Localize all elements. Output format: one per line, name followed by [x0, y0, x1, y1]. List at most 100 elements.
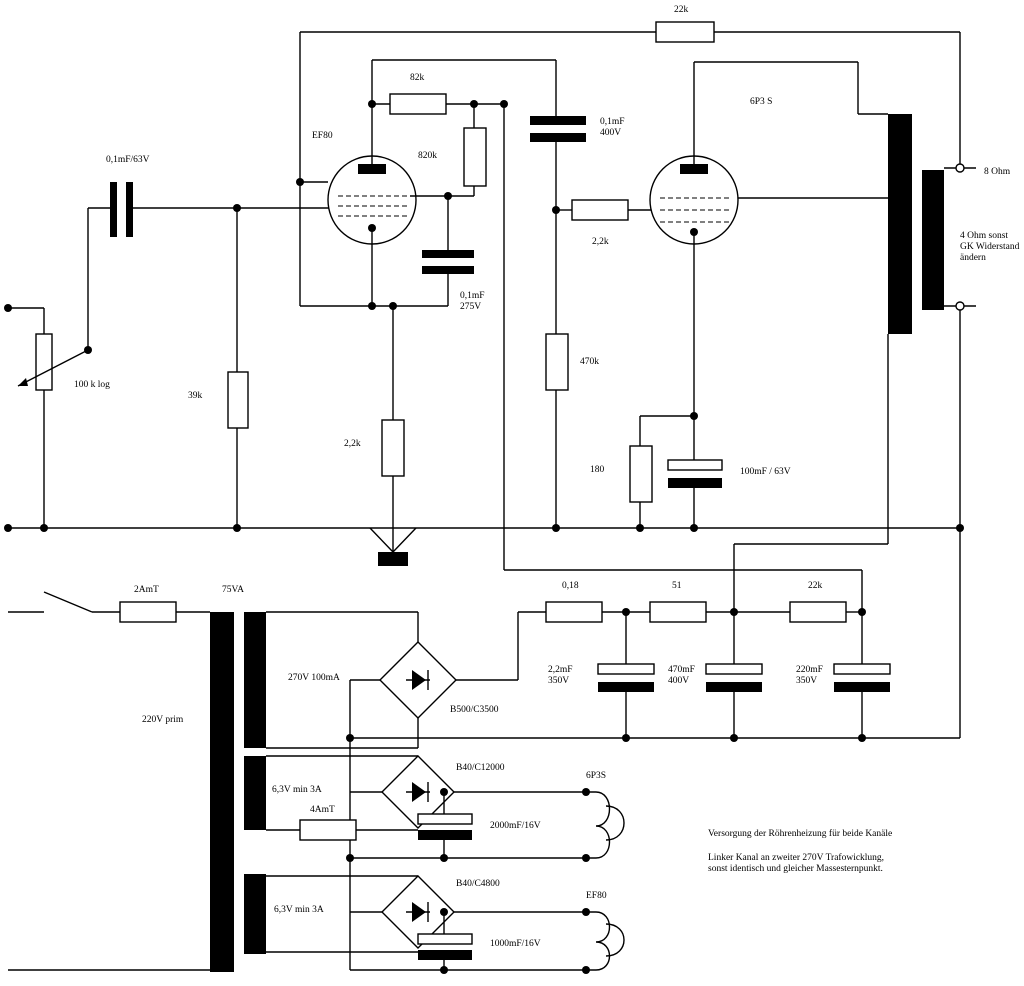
resistor-39k: [227, 371, 249, 429]
bridge3-label: B40/C4800: [456, 879, 500, 889]
node: [552, 524, 560, 532]
r018-label: 0,18: [562, 581, 579, 591]
rfeedback-label: 22k: [674, 5, 689, 15]
resistor-cathode-2k2: [381, 419, 405, 477]
power-trafo-heater-winding-2: [244, 874, 266, 954]
node: [858, 734, 866, 742]
heater-cap-2000-pos: [417, 813, 473, 825]
diode-symbol: [412, 782, 426, 802]
heater-ef80-coil-2: [605, 923, 625, 957]
resistor-82k: [389, 93, 447, 115]
output-trafo-secondary: [922, 170, 944, 310]
coupling-cap-plate: [530, 116, 586, 125]
input-cap-plate: [126, 182, 133, 237]
diode-symbol: [412, 902, 426, 922]
cathode-cap-plate-pos: [667, 459, 723, 471]
ground-wire: [369, 527, 394, 553]
c1000-label: 1000mF/16V: [490, 939, 541, 949]
node: [636, 524, 644, 532]
resistor-180: [629, 445, 653, 503]
node: [690, 524, 698, 532]
coupling-cap-plate: [530, 133, 586, 142]
bridge1-label: B500/C3500: [450, 705, 499, 715]
r820k-label: 820k: [418, 151, 437, 161]
tube1-label: EF80: [312, 131, 333, 141]
r470k-label: 470k: [580, 357, 599, 367]
resistor-22k-psu: [789, 601, 847, 623]
cathode-cap-plate-neg: [668, 478, 722, 488]
out-8ohm-label: 8 Ohm: [984, 167, 1011, 177]
pot-arrowhead: [18, 378, 28, 386]
rcathode1-label: 2,2k: [344, 439, 361, 449]
input-cap-label: 0,1mF/63V: [106, 155, 150, 165]
heater-cap-1000-pos: [417, 933, 473, 945]
rgrid2-label: 2,2k: [592, 237, 609, 247]
ground-wire: [392, 527, 417, 553]
output-terminal-8ohm: [955, 163, 965, 173]
input-cap-plate: [110, 182, 117, 237]
filter-cap-2-2-neg: [598, 682, 654, 692]
heater-cap-2000-neg: [418, 830, 472, 840]
sec-63b-label: 6,3V min 3A: [274, 905, 324, 915]
filter-cap-220-pos: [833, 663, 891, 675]
ef80-anode: [358, 164, 386, 174]
diode-symbol: [412, 670, 426, 690]
star-ground-symbol: [378, 552, 408, 566]
mains-switch: [43, 591, 93, 613]
6p3s-anode: [680, 164, 708, 174]
c2000-label: 2000mF/16V: [490, 821, 541, 831]
resistor-51: [649, 601, 707, 623]
power-trafo-hv-winding: [244, 612, 266, 748]
sec-hv-label: 270V 100mA: [288, 673, 340, 683]
fuse-2amt: [119, 601, 177, 623]
r51-label: 51: [672, 581, 682, 591]
resistor-grid-2k2: [571, 199, 629, 221]
heater-6p3s-coil: [586, 791, 611, 859]
output-trafo-primary: [888, 114, 912, 334]
node: [730, 734, 738, 742]
r22k-psu-label: 22k: [808, 581, 823, 591]
screen-cap-plate: [422, 250, 474, 258]
power-trafo-primary: [210, 612, 234, 972]
node: [40, 524, 48, 532]
heater1-label: 6P3S: [586, 771, 606, 781]
resistor-0-18: [545, 601, 603, 623]
resistor-feedback-22k: [655, 21, 715, 43]
power-trafo-heater-winding-1: [244, 756, 266, 830]
heater-cap-1000-neg: [418, 950, 472, 960]
sec-63a-label: 6,3V min 3A: [272, 785, 322, 795]
node: [622, 734, 630, 742]
r39k-label: 39k: [188, 391, 203, 401]
filter-cap-2-2-pos: [597, 663, 655, 675]
ground-node: [4, 524, 12, 532]
r180-label: 180: [590, 465, 605, 475]
fuse2-label: 4AmT: [310, 805, 335, 815]
node: [368, 302, 376, 310]
heater-ef80-coil: [586, 911, 611, 971]
pot-label: 100 k log: [74, 380, 110, 390]
volume-potentiometer: [35, 333, 53, 391]
output-terminal-gnd: [955, 301, 965, 311]
screen-cap-plate: [422, 266, 474, 274]
bridge2-label: B40/C12000: [456, 763, 505, 773]
fuse1-label: 2AmT: [134, 585, 159, 595]
node: [233, 524, 241, 532]
note-heating: Versorgung der Röhrenheizung für beide K…: [708, 828, 892, 839]
cathode-cap-label: 100mF / 63V: [740, 467, 791, 477]
heater2-label: EF80: [586, 891, 607, 901]
heater-6p3s-coil-2: [605, 805, 625, 841]
filter-cap-470-neg: [706, 682, 762, 692]
fuse-4amt: [299, 819, 357, 841]
filter-cap-220-neg: [834, 682, 890, 692]
resistor-470k: [545, 333, 569, 391]
trafo-label: 75VA: [222, 585, 244, 595]
r82k-label: 82k: [410, 73, 425, 83]
primary-label: 220V prim: [142, 715, 184, 725]
